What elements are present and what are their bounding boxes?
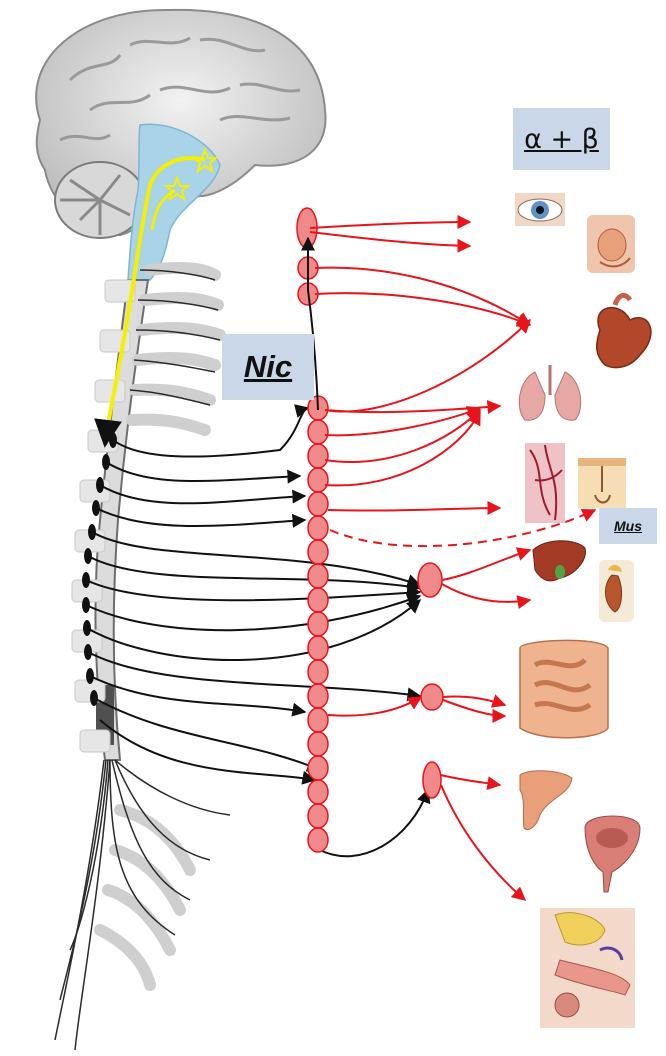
chain-ganglion <box>308 468 328 492</box>
blood-vessels-icon <box>525 443 565 523</box>
liver-icon <box>533 541 585 581</box>
postganglionic-fiber <box>310 222 470 228</box>
postganglionic-fiber <box>310 232 470 246</box>
rectum-icon <box>520 771 572 830</box>
chain-ganglion <box>308 444 328 468</box>
postganglionic-fiber <box>441 785 525 900</box>
sweat-gland-icon <box>578 458 626 508</box>
preganglionic-fiber <box>100 485 305 503</box>
chain-ganglion <box>308 612 328 636</box>
preganglionic-fiber <box>86 596 420 630</box>
chain-ganglion <box>308 660 328 684</box>
postganglionic-fiber <box>315 293 530 325</box>
chain-ganglion <box>308 516 328 540</box>
celiac-ganglion <box>418 563 442 597</box>
chain-ganglion <box>308 828 328 852</box>
chain-ganglion <box>308 492 328 516</box>
preganglionic-fiber <box>320 790 428 856</box>
chain-ganglion <box>308 564 328 588</box>
intestines-icon <box>520 640 608 737</box>
preganglionic-fiber <box>92 532 420 585</box>
muscarinic-receptor-label: Mus <box>599 508 657 544</box>
chain-ganglion <box>308 732 328 756</box>
preganglionic-fibers <box>86 408 428 856</box>
chain-ganglion <box>308 636 328 660</box>
chain-ganglion <box>308 780 328 804</box>
chain-ganglion <box>308 804 328 828</box>
eye-icon <box>515 193 565 226</box>
nicotinic-receptor-label: Nic <box>222 334 314 400</box>
postganglionic-fiber <box>325 412 480 485</box>
chain-ganglion <box>308 756 328 780</box>
postganglionic-fiber <box>442 550 530 580</box>
preganglionic-fiber <box>106 462 300 481</box>
postganglionic-fiber <box>328 697 421 716</box>
chain-ganglion <box>308 540 328 564</box>
preganglionic-fiber <box>100 720 315 780</box>
preganglionic-fiber <box>90 676 305 712</box>
reproductive-organs-icon <box>540 908 635 1028</box>
postganglionic-fiber <box>325 320 530 412</box>
postganglionic-fiber <box>315 268 530 325</box>
preganglionic-fiber <box>96 508 305 526</box>
chain-ganglion <box>308 420 328 444</box>
chain-ganglion <box>308 588 328 612</box>
postganglionic-fiber <box>328 508 500 511</box>
heart-icon <box>597 295 651 367</box>
lungs-icon <box>519 365 580 420</box>
sympathetic-chain <box>297 208 328 852</box>
brainstem <box>128 124 220 280</box>
kidney-icon <box>599 560 634 622</box>
cerebellum <box>55 162 145 238</box>
bladder-icon <box>585 816 640 892</box>
postganglionic-fiber <box>442 584 530 602</box>
inferior-mesenteric-ganglion <box>423 762 441 798</box>
salivary-gland-icon <box>587 215 635 273</box>
chain-ganglion <box>308 708 328 732</box>
postganglionic-fibers <box>310 222 530 900</box>
chain-ganglion <box>308 684 328 708</box>
superior-mesenteric-ganglion <box>421 684 443 710</box>
adrenergic-receptor-label: α + β <box>513 108 610 170</box>
postganglionic-fiber <box>441 775 500 785</box>
